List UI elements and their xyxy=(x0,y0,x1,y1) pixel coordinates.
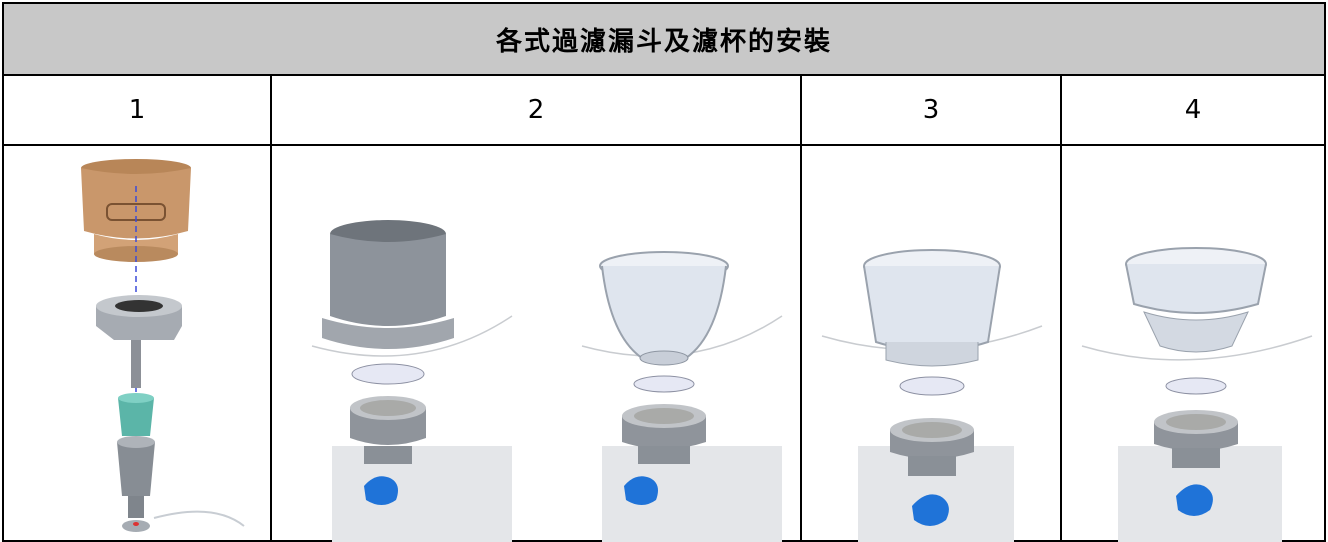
column-divider xyxy=(1060,76,1062,542)
column-header-4: 4 xyxy=(1062,76,1324,146)
column-header-1: 1 xyxy=(4,76,270,146)
illustration-cup-installation-pair xyxy=(272,146,800,542)
table-title: 各式過濾漏斗及濾杯的安裝 xyxy=(4,4,1324,76)
column-header-3: 3 xyxy=(802,76,1060,146)
illustration-clear-cup-installation xyxy=(802,146,1060,542)
column-divider xyxy=(270,76,272,542)
illustration-exploded-funnel-assembly xyxy=(4,146,270,542)
column-header-2: 2 xyxy=(272,76,800,146)
illustration-stepped-clear-cup-installation xyxy=(1062,146,1324,542)
column-divider xyxy=(800,76,802,542)
